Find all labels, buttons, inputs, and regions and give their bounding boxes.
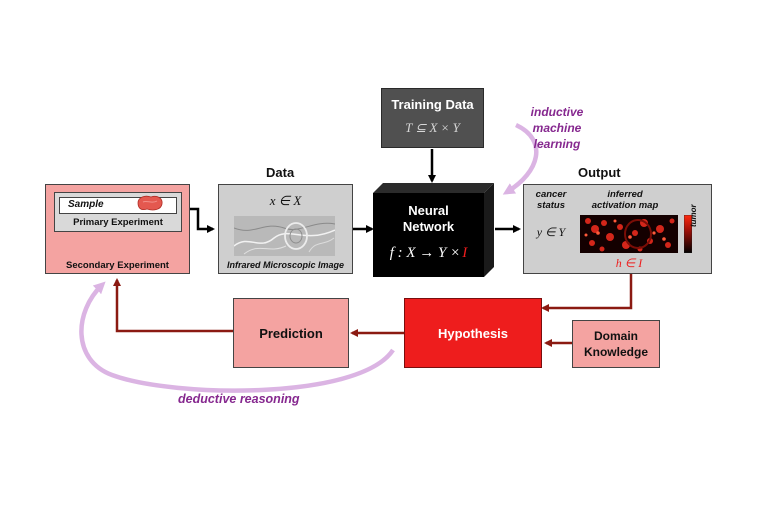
domain-knowledge-box: Domain Knowledge — [572, 320, 660, 368]
secondary-experiment-box: Sample Primary Experiment Secondary Expe… — [45, 184, 190, 274]
domain-knowledge-line1: Domain — [593, 329, 638, 343]
prediction-label: Prediction — [259, 326, 323, 341]
y-formula: y ∈ Y — [536, 225, 566, 239]
prediction-box: Prediction — [233, 298, 349, 368]
primary-experiment-box: Sample Primary Experiment — [54, 192, 182, 232]
data-formula: x ∈ X — [269, 193, 302, 208]
infrared-microscope-image — [234, 216, 335, 256]
arrow-output-to-hypothesis — [541, 274, 633, 312]
network-formula-red: I — [462, 245, 468, 261]
network-title-line2: Network — [402, 219, 455, 234]
cancer-status-word-1: cancer — [535, 189, 567, 200]
inductive-learning-label: inductive machine learning — [519, 104, 595, 152]
cancer-status-word-2: status — [537, 200, 565, 211]
activation-map-word-1: inferred — [607, 189, 643, 200]
cancer-status-label: cancer status — [526, 189, 576, 211]
induction-word-3: learning — [533, 137, 581, 151]
hypothesis-label: Hypothesis — [437, 326, 509, 341]
secondary-experiment-label: Secondary Experiment — [66, 260, 169, 271]
colorbar-label: tumor — [689, 204, 698, 227]
sample-box: Sample — [59, 195, 177, 214]
primary-experiment-label: Primary Experiment — [73, 217, 163, 228]
deduction-curve-arrow — [79, 281, 395, 393]
deductive-reasoning-label: deductive reasoning — [178, 392, 300, 406]
output-heading: Output — [578, 165, 621, 180]
activation-map-label: inferred activation map — [580, 189, 670, 211]
induction-word-1: inductive — [530, 105, 584, 119]
arrow-experiment-to-data — [182, 207, 215, 233]
network-formula-main: f : X → Y × — [389, 245, 461, 261]
network-title-line1: Neural — [408, 203, 449, 218]
neural-network-block — [373, 183, 494, 277]
network-formula: f : X → Y ×I — [373, 245, 484, 262]
tissue-sample-icon — [137, 195, 163, 211]
data-caption: Infrared Microscopic Image — [226, 260, 345, 270]
data-box: x ∈ X Infrared Microscopic Image — [218, 184, 353, 274]
hypothesis-box: Hypothesis — [404, 298, 542, 368]
activation-heatmap — [580, 215, 678, 253]
activation-map-word-2: activation map — [591, 200, 659, 211]
induction-curve-arrow — [502, 122, 539, 195]
data-heading: Data — [266, 165, 295, 180]
training-data-box: Training Data T ⊆ X × Y — [381, 88, 484, 148]
sample-label: Sample — [68, 199, 104, 210]
training-data-title: Training Data — [391, 97, 474, 112]
induction-word-2: machine — [532, 121, 582, 135]
output-box: cancer status inferred activation map y … — [523, 184, 712, 274]
arrow-prediction-to-experiment — [113, 278, 233, 333]
h-formula: h ∈ I — [615, 256, 643, 270]
training-data-formula: T ⊆ X × Y — [405, 120, 460, 135]
tumor-colorbar — [684, 215, 692, 253]
domain-knowledge-line2: Knowledge — [583, 345, 648, 359]
